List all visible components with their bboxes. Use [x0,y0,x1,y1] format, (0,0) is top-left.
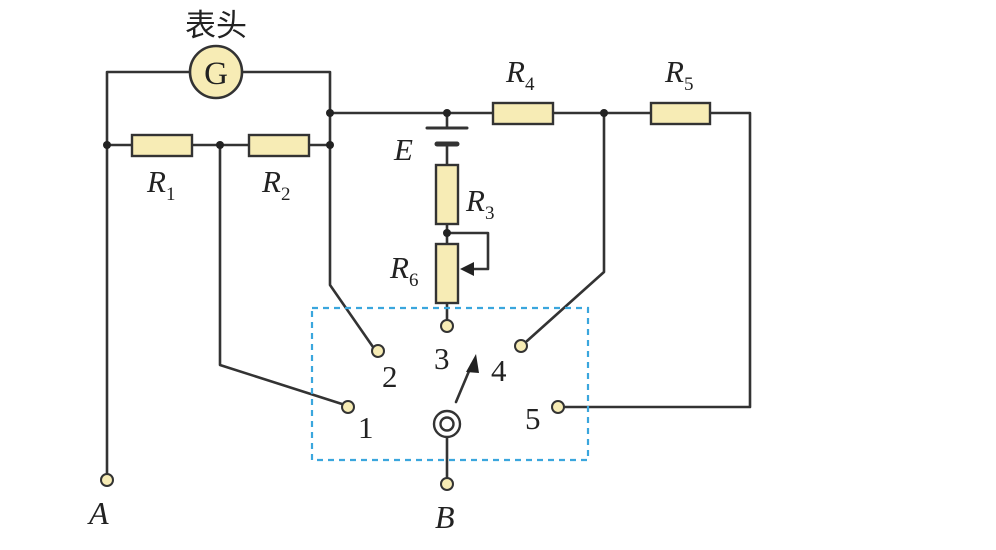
resistor-r1-subscript: 1 [166,184,176,205]
resistor-r5-letter: R [664,54,684,89]
galvanometer: G [188,44,244,100]
switch-contact-5 [551,400,565,414]
resistor-r6-subscript: 6 [409,270,419,291]
junction-node [600,109,608,117]
wire-rheostat-tap [445,231,490,271]
rotary-pointer-arrow-icon [466,354,479,373]
terminal-a [100,473,114,487]
resistor-r2-label: R2 [261,164,290,205]
switch-position-5: 5 [525,401,541,436]
terminal-a-label: A [87,495,109,531]
wire-galvanometer-right [240,70,332,147]
resistor-r4-label: R4 [505,54,535,95]
junction-node [326,109,334,117]
resistor-r3 [434,163,460,226]
meter-caption: 表头 [185,8,247,44]
rheostat-arrow-icon [460,262,474,276]
junction-node [443,109,451,117]
switch-position-4: 4 [491,353,507,388]
resistor-r5 [649,101,712,126]
selector-switch-box [310,306,590,462]
wires [105,70,752,482]
resistor-r4-letter: R [505,54,525,89]
rotary-switch [432,354,479,439]
switch-contact-1 [341,400,355,414]
resistor-r2-letter: R [261,164,281,199]
junction-node [216,141,224,149]
resistor-r4 [491,101,555,126]
resistor-r5-label: R5 [664,54,693,95]
galvanometer-symbol: G [204,56,228,92]
junction-node [103,141,111,149]
battery [425,126,469,147]
wire-galvanometer-left [105,70,192,147]
rotary-pivot-inner [439,416,455,432]
terminal-b [440,477,454,491]
resistor-r6 [434,242,460,305]
resistor-r3-letter: R [465,183,485,218]
wire-to-contact-4 [525,111,606,343]
resistor-r5-subscript: 5 [684,74,694,95]
galvanometer-circle [188,44,244,100]
terminal-b-label: B [435,499,455,535]
wire-r5-to-terminal-5 [562,111,752,409]
wire-to-contact-2 [328,143,375,349]
resistor-r2 [247,133,311,158]
battery-label: E [393,132,413,167]
junction-node [326,141,334,149]
switch-contact-3 [440,319,454,333]
resistor-r2-subscript: 2 [281,184,291,205]
wire-to-contact-1 [218,143,344,406]
switch-position-2: 2 [382,359,398,394]
switch-position-1: 1 [358,410,374,445]
switch-position-3: 3 [434,341,450,376]
resistor-r1-letter: R [146,164,166,199]
resistor-r3-label: R3 [465,183,494,224]
switch-contact-2 [371,344,385,358]
resistor-r3-subscript: 3 [485,203,495,224]
junction-nodes [103,109,608,237]
resistor-r6-letter: R [389,250,409,285]
resistor-r4-subscript: 4 [525,74,535,95]
switch-contact-4 [514,339,528,353]
resistor-r1-label: R1 [146,164,175,205]
resistor-r1 [130,133,194,158]
junction-node [443,229,451,237]
resistor-r6-label: R6 [389,250,418,291]
